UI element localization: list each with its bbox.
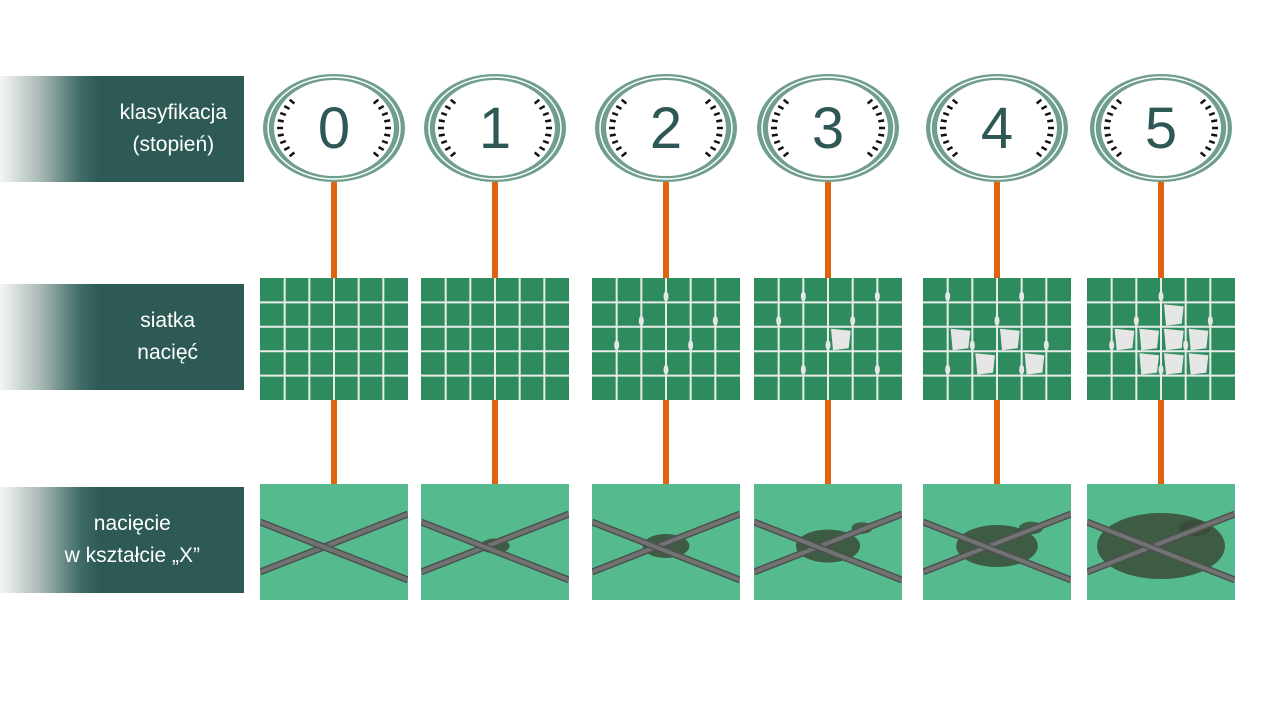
connector-line — [825, 182, 831, 278]
connector-line — [492, 400, 498, 484]
cut-grid-image — [1087, 278, 1235, 400]
cut-grid-image — [754, 278, 902, 400]
x-cut-image — [419, 484, 571, 600]
label-cut-grid-line1: siatka — [140, 309, 196, 332]
x-cut-image — [752, 484, 904, 600]
x-cut-image — [590, 484, 742, 600]
grade-number: 3 — [811, 95, 845, 161]
grade-badge: 5 — [1087, 72, 1235, 184]
label-cut-grid: siatka nacięć — [0, 284, 244, 390]
connector-line — [1158, 182, 1164, 278]
grade-badge: 0 — [260, 72, 408, 184]
label-x-cut-line1: nacięcie — [93, 512, 171, 535]
grade-badge: 2 — [592, 72, 740, 184]
label-x-cut: nacięcie w kształcie „X” — [0, 487, 244, 593]
connector-line — [492, 182, 498, 278]
label-classification-line2: (stopień) — [132, 133, 215, 156]
x-cut-image — [1085, 484, 1237, 600]
cut-grid-image — [260, 278, 408, 400]
connector-line — [331, 400, 337, 484]
grade-badge: 1 — [421, 72, 569, 184]
grade-badge: 3 — [754, 72, 902, 184]
grade-number: 0 — [317, 95, 351, 161]
connector-line — [663, 400, 669, 484]
grade-number: 1 — [478, 95, 512, 161]
connector-line — [663, 182, 669, 278]
grade-number: 5 — [1144, 95, 1178, 161]
grade-number: 4 — [980, 95, 1014, 161]
cut-grid-image — [923, 278, 1071, 400]
cut-grid-image — [592, 278, 740, 400]
cut-grid-image — [421, 278, 569, 400]
connector-line — [994, 182, 1000, 278]
label-classification-line1: klasyfikacja — [119, 101, 227, 124]
connector-line — [994, 400, 1000, 484]
grade-number: 2 — [649, 95, 683, 161]
connector-line — [1158, 400, 1164, 484]
x-cut-image — [921, 484, 1073, 600]
connector-line — [825, 400, 831, 484]
label-classification: klasyfikacja (stopień) — [0, 76, 244, 182]
grade-badge: 4 — [923, 72, 1071, 184]
label-x-cut-line2: w kształcie „X” — [64, 544, 200, 567]
connector-line — [331, 182, 337, 278]
x-cut-image — [258, 484, 410, 600]
label-cut-grid-line2: nacięć — [137, 341, 198, 364]
